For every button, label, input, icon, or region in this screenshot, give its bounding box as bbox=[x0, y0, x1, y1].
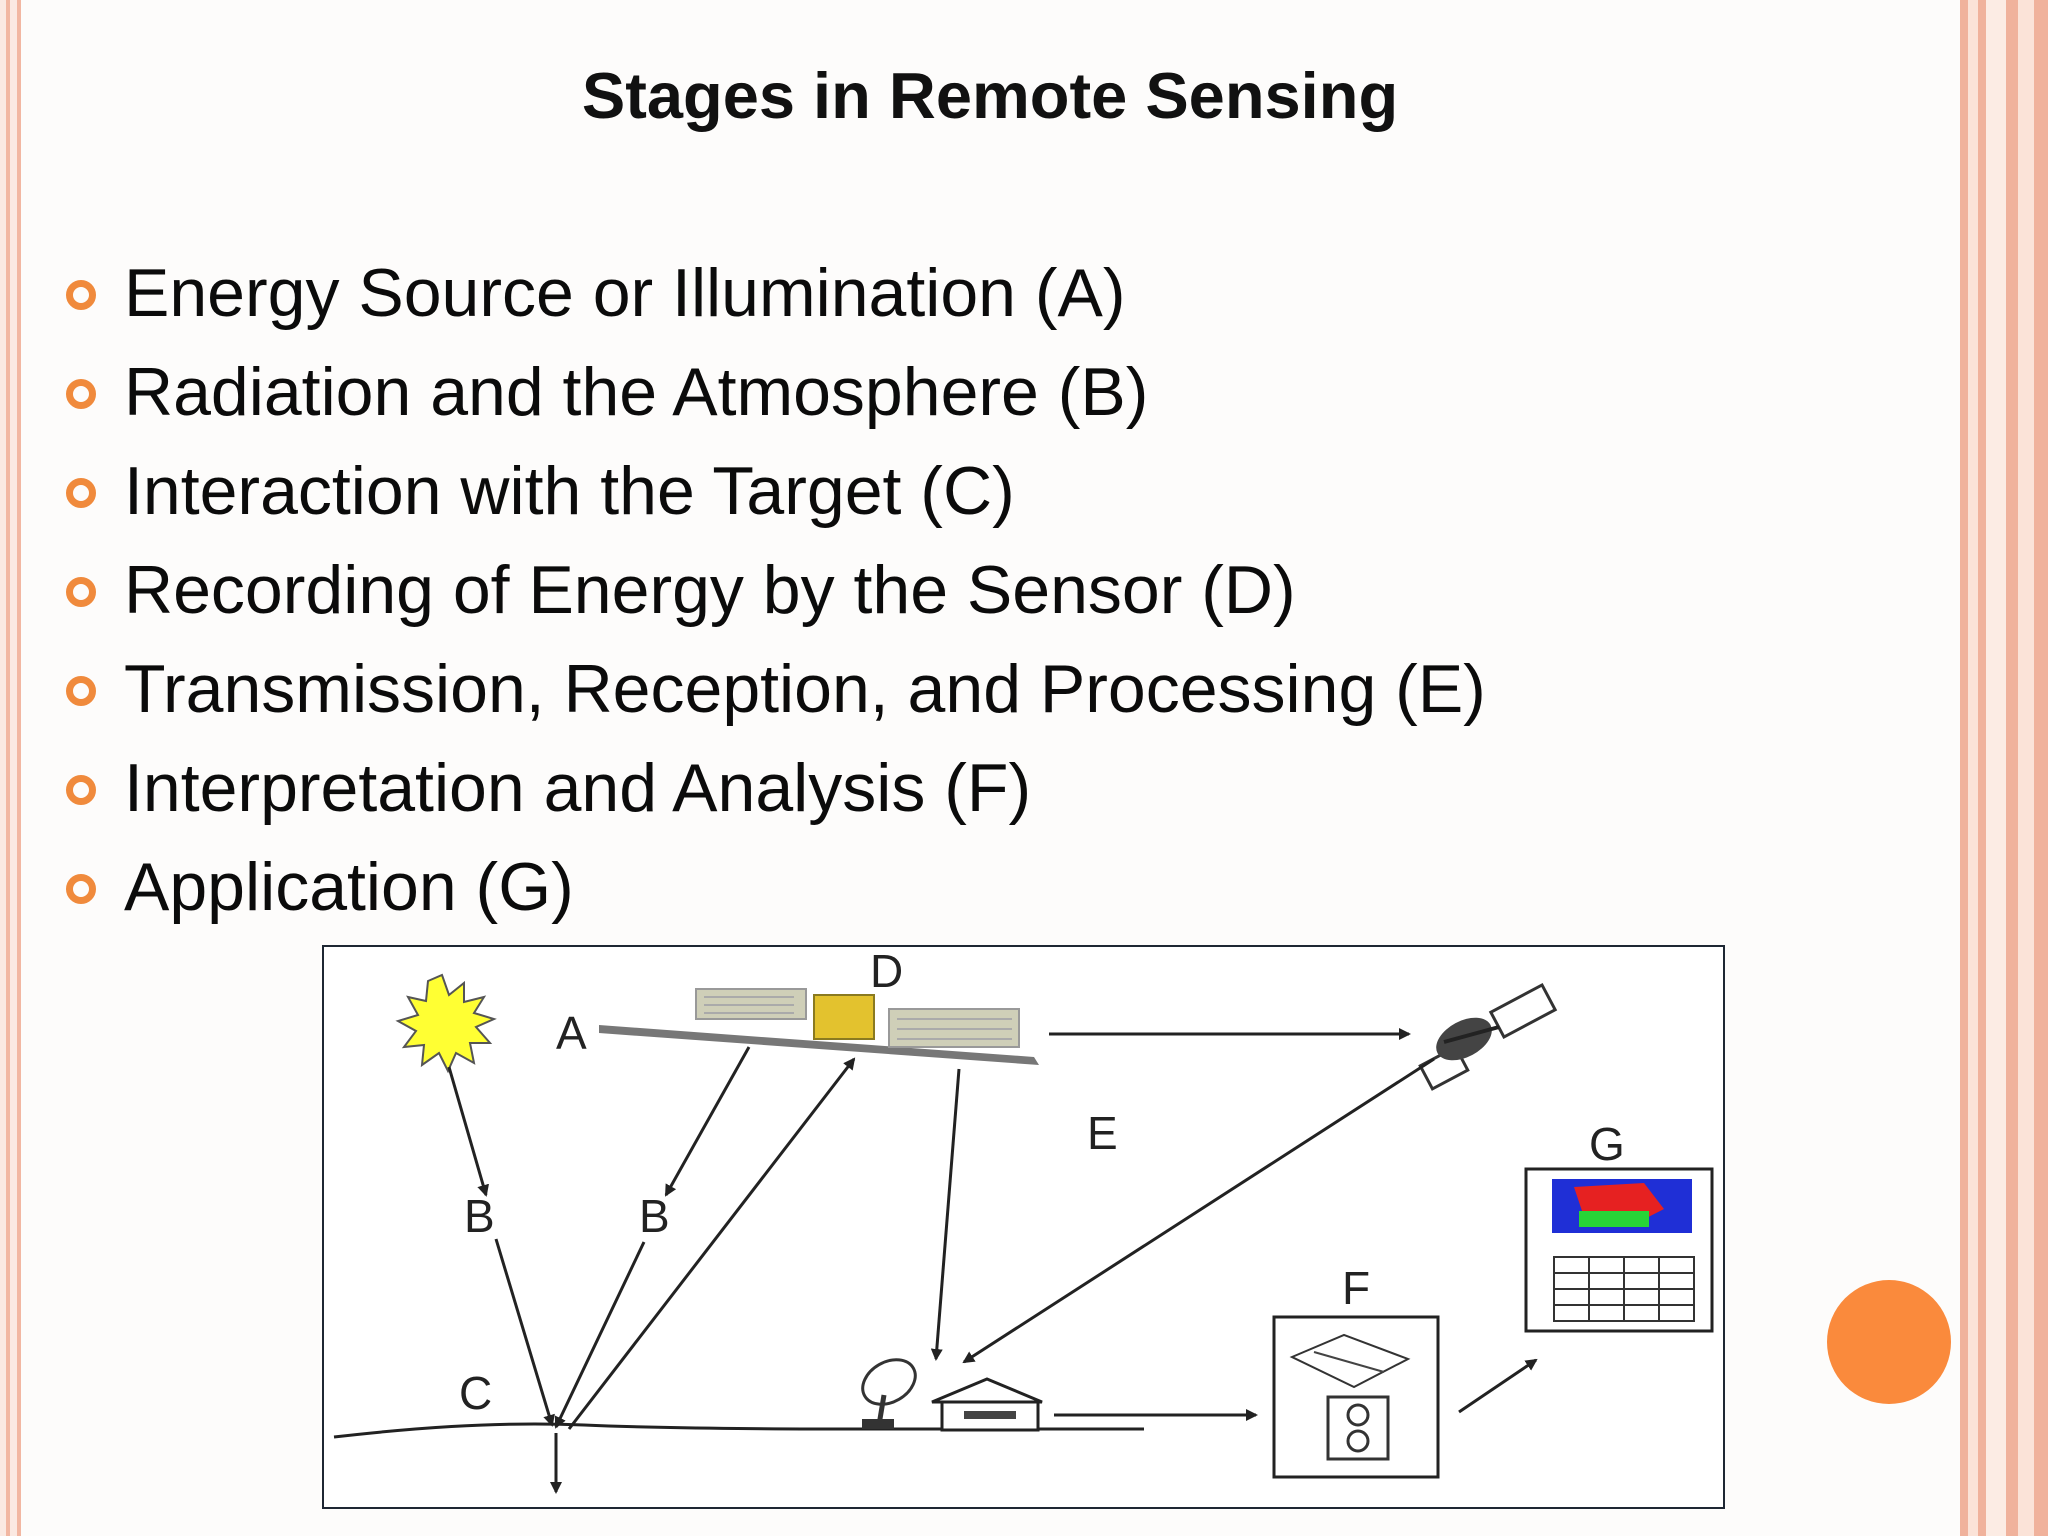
bullet-item: Transmission, Reception, and Processing … bbox=[62, 648, 1486, 747]
bullet-ring-icon bbox=[66, 676, 96, 706]
label-g: G bbox=[1589, 1118, 1625, 1170]
application-box bbox=[1524, 1167, 1714, 1333]
bullet-text: Application (G) bbox=[124, 849, 574, 925]
bullet-text: Interpretation and Analysis (F) bbox=[124, 750, 1032, 826]
decorative-orange-circle bbox=[1827, 1280, 1951, 1404]
interpretation-box bbox=[1272, 1315, 1440, 1479]
ground-line bbox=[333, 1422, 1144, 1439]
label-e: E bbox=[1087, 1107, 1118, 1159]
sun-icon bbox=[395, 973, 497, 1074]
bullet-ring-icon bbox=[66, 775, 96, 805]
bullet-item: Interpretation and Analysis (F) bbox=[62, 747, 1486, 846]
bullet-text: Radiation and the Atmosphere (B) bbox=[124, 354, 1149, 430]
bullet-ring-icon bbox=[66, 577, 96, 607]
bullet-item: Application (G) bbox=[62, 846, 1486, 945]
label-c: C bbox=[459, 1367, 492, 1419]
receiving-dish-icon bbox=[861, 1358, 917, 1429]
label-b1: B bbox=[464, 1190, 495, 1242]
bullet-text: Energy Source or Illumination (A) bbox=[124, 255, 1126, 331]
label-a: A bbox=[556, 1007, 587, 1059]
bullet-text: Transmission, Reception, and Processing … bbox=[124, 651, 1486, 727]
right-border-decoration bbox=[1956, 0, 2048, 1536]
remote-sensing-diagram: A B B C D E F G bbox=[322, 945, 1725, 1509]
bullet-item: Energy Source or Illumination (A) bbox=[62, 252, 1486, 351]
satellite-sensor-icon bbox=[599, 988, 1039, 1065]
label-b2: B bbox=[639, 1190, 670, 1242]
bullet-ring-icon bbox=[66, 379, 96, 409]
bullet-ring-icon bbox=[66, 874, 96, 904]
label-f: F bbox=[1342, 1262, 1370, 1314]
diagram-svg: A B B C D E F G bbox=[333, 947, 1714, 1494]
processing-station-icon bbox=[931, 1377, 1043, 1432]
bullet-ring-icon bbox=[66, 280, 96, 310]
bullet-item: Recording of Energy by the Sensor (D) bbox=[62, 549, 1486, 648]
bullet-text: Recording of Energy by the Sensor (D) bbox=[124, 552, 1296, 628]
bullet-item: Interaction with the Target (C) bbox=[62, 450, 1486, 549]
bullet-text: Interaction with the Target (C) bbox=[124, 453, 1015, 529]
left-border-decoration bbox=[0, 0, 26, 1536]
diagram-arrows bbox=[447, 1028, 1538, 1494]
bullet-item: Radiation and the Atmosphere (B) bbox=[62, 351, 1486, 450]
relay-satellite-icon bbox=[1418, 982, 1558, 1091]
bullet-ring-icon bbox=[66, 478, 96, 508]
slide-title: Stages in Remote Sensing bbox=[581, 59, 1399, 132]
bullet-list: Energy Source or Illumination (A) Radiat… bbox=[62, 252, 1486, 945]
label-d: D bbox=[870, 947, 903, 997]
